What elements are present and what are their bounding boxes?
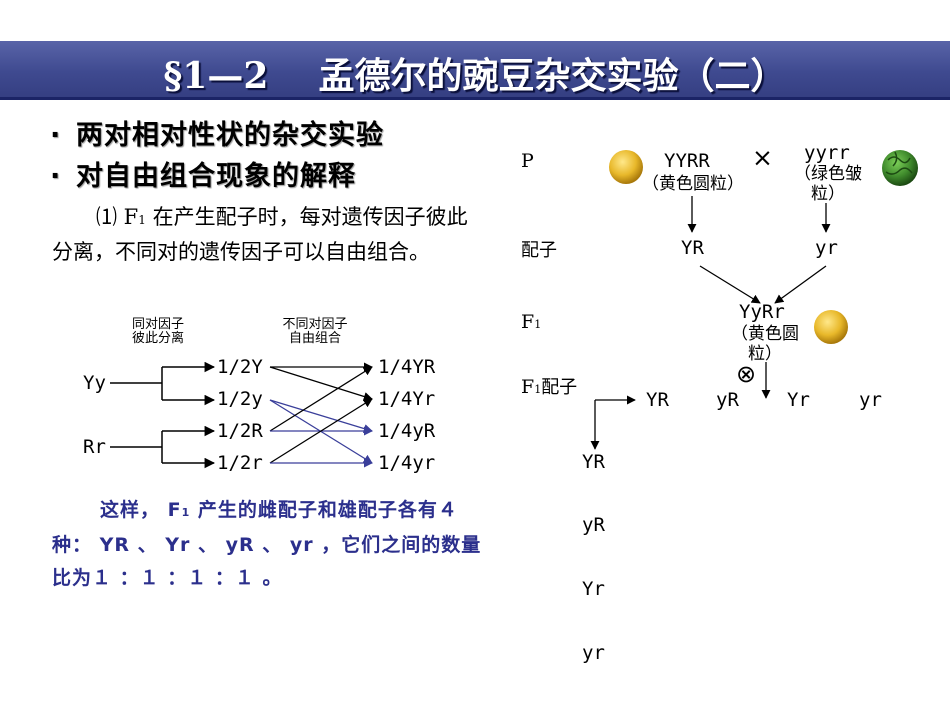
heading-line: 彼此分离 [131, 331, 184, 346]
gamete-combo: 1/4yR [378, 420, 436, 442]
green-wrinkled-pea-icon [882, 150, 918, 186]
phenotype-line: 粒） [811, 184, 845, 204]
bullet-dot-icon: · [50, 120, 62, 151]
f1-letter: F [521, 311, 535, 333]
gamete-single: 1/2r [217, 452, 263, 474]
bullet-item: · 两对相对性状的杂交实验 [50, 113, 384, 152]
punnett-top-gamete: Yr [787, 389, 810, 411]
gamete-single: 1/2Y [217, 356, 263, 378]
parent-left-phenotype: （黄色圆粒） [642, 174, 744, 194]
gamete-combo: 1/4Yr [378, 388, 436, 410]
parent-genotype-rr: Rr [83, 436, 106, 458]
explanation-paragraph: ⑴ F1 在产生配子时，每对遗传因子彼此分离，不同对的遗传因子可以自由组合。 [52, 201, 482, 268]
punnett-top-gamete: yR [716, 389, 739, 411]
para2-sub: 1 [181, 506, 191, 519]
yellow-pea-icon [609, 150, 643, 184]
para1-sub: 1 [138, 213, 146, 227]
punnett-left-gamete: YR [582, 451, 605, 473]
heading-line: 同对因子 [131, 317, 184, 332]
para1-text: 在产生配子时，每对遗传因子彼此分离，不同对的遗传因子可以自由组合。 [52, 205, 468, 264]
page-title: §1—2 孟德尔的豌豆杂交实验（二） [163, 55, 787, 97]
yellow-pea-icon [814, 310, 848, 344]
phenotype-line: 粒） [748, 344, 782, 364]
punnett-left-gamete: Yr [582, 578, 605, 600]
bullet-dot-icon: · [50, 161, 62, 192]
same-pair-heading: 同对因子 彼此分离 [118, 318, 198, 346]
para2-lead: 这样， F [100, 499, 182, 521]
cross-symbol: × [752, 143, 773, 172]
gamete-right: yr [815, 237, 838, 259]
gamete-combo: 1/4YR [378, 356, 436, 378]
heading-line: 自由组合 [288, 331, 341, 346]
para1-prefix: ⑴ F [96, 205, 139, 229]
row-label-f1: F1 [521, 311, 541, 333]
f1-phenotype: （黄色圆 粒） [720, 324, 810, 364]
diff-pair-heading: 不同对因子 自由组合 [270, 318, 360, 346]
row-label-f1-gametes: F1配子 [521, 376, 581, 401]
f1g-suffix: 配子 [541, 377, 578, 398]
phenotype-line: （黄色圆 [731, 324, 799, 344]
heading-line: 不同对因子 [282, 317, 348, 332]
para2-text: 产生的雌配子和雄配子各有４种： YR 、 Yr 、 yR 、 yr ，它们之间的… [52, 499, 482, 589]
gamete-left: YR [681, 237, 704, 259]
phenotype-line: （绿色皱 [794, 164, 862, 184]
parent-right-phenotype: （绿色皱 粒） [780, 164, 876, 204]
f1g-sub: 1 [534, 383, 542, 396]
row-label-gametes: 配子 [521, 240, 557, 261]
bullet-text: 两对相对性状的杂交实验 [76, 120, 384, 151]
punnett-left-gamete: yr [582, 642, 605, 664]
f1g-letter: F [521, 376, 535, 398]
gamete-single: 1/2y [217, 388, 263, 410]
gamete-combo: 1/4yr [378, 452, 436, 474]
punnett-top-gamete: YR [646, 389, 669, 411]
row-label-p: P [521, 150, 534, 172]
gamete-single: 1/2R [217, 420, 263, 442]
punnett-left-gamete: yR [582, 514, 605, 536]
self-cross-icon: ⊗ [736, 360, 757, 388]
punnett-top-gamete: yr [859, 389, 882, 411]
parent-right-genotype: yyrr [804, 142, 850, 164]
title-bar [0, 41, 950, 100]
bullet-item: · 对自由组合现象的解释 [50, 154, 356, 193]
f1-genotype: YyRr [739, 301, 785, 323]
parent-genotype-yy: Yy [83, 372, 106, 394]
bullet-text: 对自由组合现象的解释 [76, 161, 356, 192]
parent-left-genotype: YYRR [664, 150, 710, 172]
summary-paragraph: 这样， F1 产生的雌配子和雄配子各有４种： YR 、 Yr 、 yR 、 yr… [52, 494, 497, 595]
f1-sub: 1 [534, 318, 542, 331]
